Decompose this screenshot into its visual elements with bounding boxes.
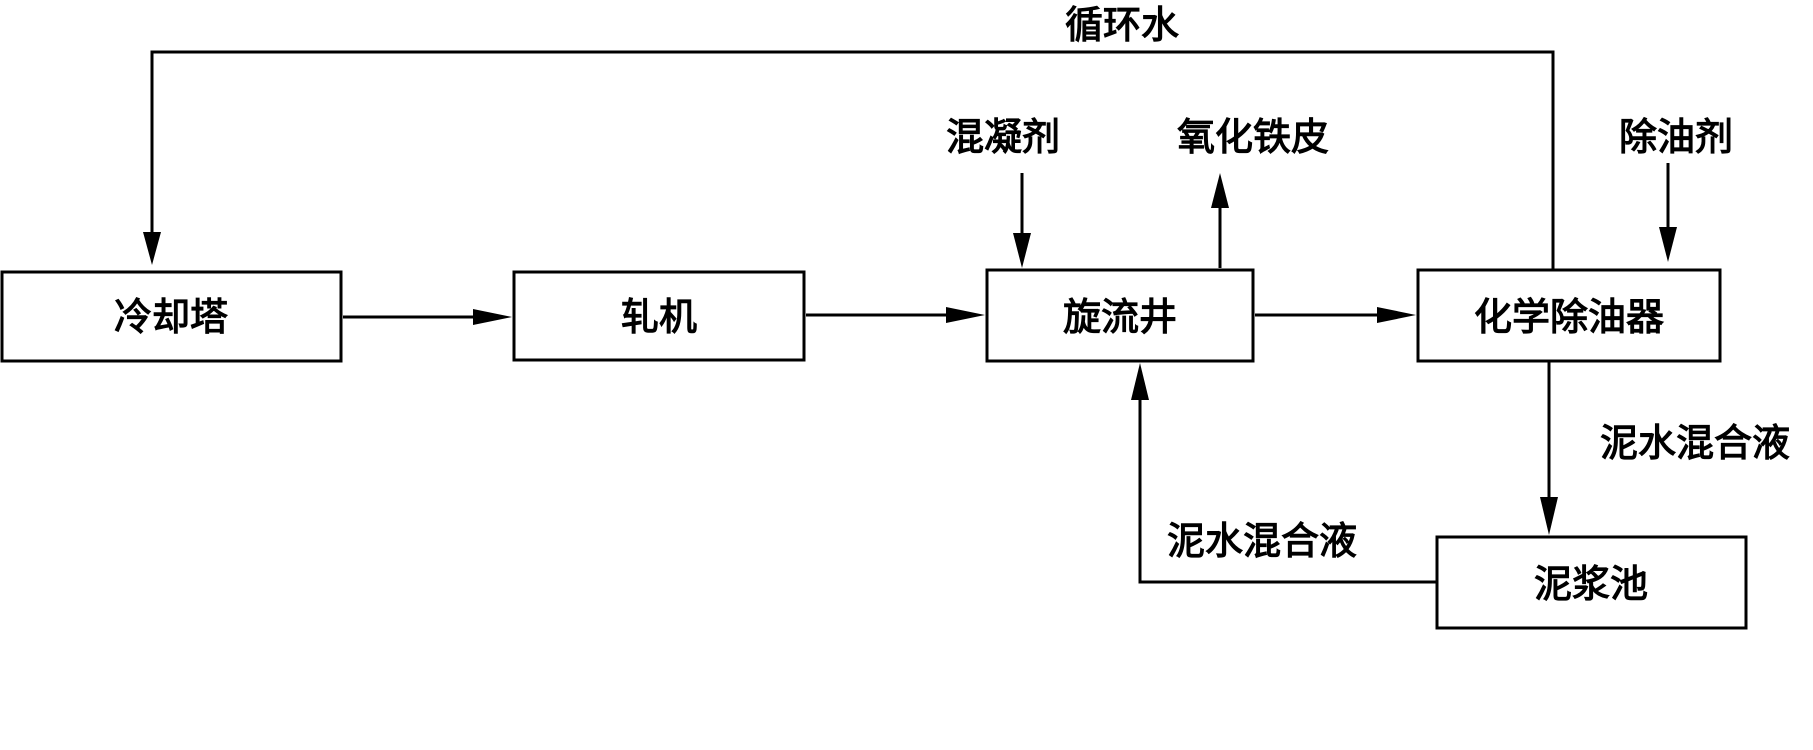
node-slurry-pool: 泥浆池 xyxy=(1435,535,1748,630)
arrow-head-into-cooling-tower xyxy=(143,232,161,265)
label-iron-oxide-scale: 氧化铁皮 xyxy=(1177,115,1329,159)
node-cooling-tower-label: 冷却塔 xyxy=(114,295,229,339)
arrow-head-degreasing-agent xyxy=(1659,227,1677,262)
node-chemical-degreaser-label: 化学除油器 xyxy=(1474,295,1665,339)
node-rolling-mill: 轧机 xyxy=(512,270,806,362)
arrow-head-coagulant xyxy=(1013,233,1031,268)
label-mud-water-mixture-bottom: 泥水混合液 xyxy=(1167,519,1357,563)
arrow-head-into-swirl-well xyxy=(946,307,985,323)
node-chemical-degreaser: 化学除油器 xyxy=(1416,268,1722,363)
arrow-head-into-degreaser xyxy=(1377,307,1416,323)
node-rolling-mill-label: 轧机 xyxy=(621,295,697,339)
arrow-head-iron-oxide xyxy=(1211,173,1229,208)
node-swirl-well-label: 旋流井 xyxy=(1063,295,1177,339)
arrow-head-into-rolling-mill xyxy=(473,309,512,325)
label-coagulant: 混凝剂 xyxy=(946,115,1060,159)
label-mud-water-mixture-right: 泥水混合液 xyxy=(1600,421,1790,465)
node-cooling-tower: 冷却塔 xyxy=(0,270,343,363)
arrow-head-return-into-swirl-well xyxy=(1131,363,1149,400)
slurry-return-line xyxy=(1138,396,1437,584)
node-slurry-pool-label: 泥浆池 xyxy=(1534,562,1648,606)
circulating-water-line xyxy=(150,50,1555,270)
node-swirl-well: 旋流井 xyxy=(985,268,1255,363)
arrow-head-into-slurry-pool xyxy=(1540,497,1558,535)
label-circulating-water: 循环水 xyxy=(1065,3,1180,47)
label-degreasing-agent: 除油剂 xyxy=(1619,115,1733,159)
